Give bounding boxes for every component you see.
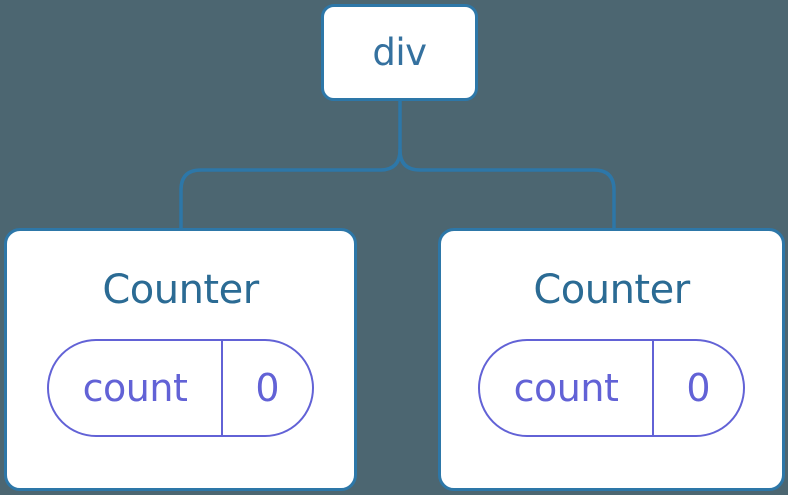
state-pill: count 0 — [47, 339, 314, 437]
root-node-label: div — [372, 31, 427, 74]
connector-branch-left — [179, 98, 402, 231]
state-value: 0 — [686, 366, 711, 410]
connector-branch-right — [398, 148, 616, 231]
component-title: Counter — [102, 267, 259, 313]
counter-node-right: Counter count 0 — [438, 228, 785, 491]
state-key: count — [480, 341, 654, 435]
state-value: 0 — [255, 366, 280, 410]
state-key: count — [49, 341, 223, 435]
counter-node-left: Counter count 0 — [4, 228, 357, 491]
state-pill: count 0 — [478, 339, 745, 437]
component-title: Counter — [533, 267, 690, 313]
root-node-div: div — [321, 4, 478, 101]
